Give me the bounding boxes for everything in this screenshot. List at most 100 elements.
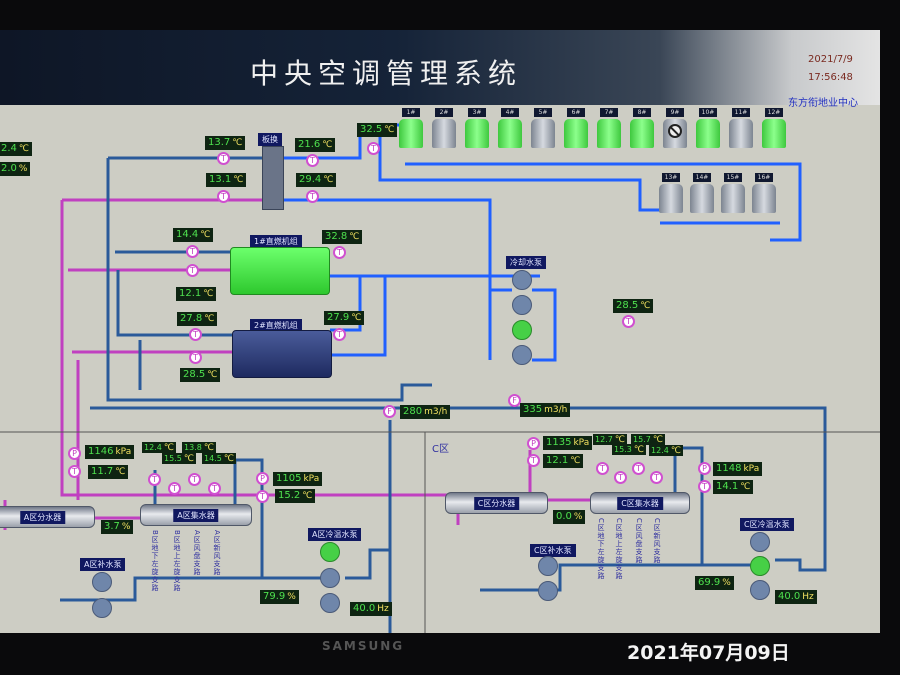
pressure-sensor[interactable]: P bbox=[527, 437, 540, 450]
hx-out-top-temp: 21.6℃ bbox=[295, 138, 336, 152]
cooling-pump-label: 冷却水泵 bbox=[506, 256, 546, 269]
chiller-2-label: 2#直燃机组 bbox=[250, 319, 302, 332]
temp-sensor[interactable]: T bbox=[367, 142, 380, 155]
branch-label: C区地上左旋支路 bbox=[615, 518, 623, 580]
cooling-tower-16[interactable]: 16# bbox=[751, 173, 777, 213]
zone-c-makeup-pump-2[interactable] bbox=[538, 581, 558, 601]
zone-c-bypass-valve: 0.0% bbox=[553, 510, 586, 524]
temp-sensor[interactable]: T bbox=[698, 480, 711, 493]
zone-c-circ-pump-1[interactable] bbox=[750, 532, 770, 552]
tower-label: 14# bbox=[693, 173, 711, 182]
cooling-tower-4[interactable]: 4# bbox=[497, 108, 523, 148]
temp-sensor[interactable]: T bbox=[208, 482, 221, 495]
cooling-tower-5[interactable]: 5# bbox=[530, 108, 556, 148]
cooling-tower-8[interactable]: 8# bbox=[629, 108, 655, 148]
flow-sensor[interactable]: F bbox=[508, 394, 521, 407]
zone-a-collector[interactable]: A区集水器 bbox=[140, 504, 252, 526]
temp-sensor[interactable]: T bbox=[189, 351, 202, 364]
cooling-tower-1[interactable]: 1# bbox=[398, 108, 424, 148]
temp-sensor[interactable]: T bbox=[186, 264, 199, 277]
tower-label: 1# bbox=[402, 108, 420, 117]
temp-sensor[interactable]: T bbox=[596, 462, 609, 475]
zone-c-branch-temp: 15.7℃ bbox=[631, 434, 665, 445]
cooling-tower-12[interactable]: 12# bbox=[761, 108, 787, 148]
tower-body bbox=[498, 119, 522, 148]
pressure-sensor[interactable]: P bbox=[256, 472, 269, 485]
tower-label: 15# bbox=[724, 173, 742, 182]
zone-a-circ-pump-3[interactable] bbox=[320, 593, 340, 613]
tower-body bbox=[696, 119, 720, 148]
cooling-tower-7[interactable]: 7# bbox=[596, 108, 622, 148]
cooling-tower-11[interactable]: 11# bbox=[728, 108, 754, 148]
cooling-tower-9[interactable]: 9# bbox=[662, 108, 688, 148]
zone-a-makeup-pump-2[interactable] bbox=[92, 598, 112, 618]
collector-label: A区集水器 bbox=[173, 509, 219, 522]
zone-a-circ-pump-2[interactable] bbox=[320, 568, 340, 588]
organization-name: 东方衔地业中心 bbox=[788, 98, 858, 109]
pressure-sensor[interactable]: P bbox=[68, 447, 81, 460]
tower-label: 10# bbox=[699, 108, 717, 117]
chiller-2[interactable] bbox=[232, 330, 332, 378]
temp-sensor[interactable]: T bbox=[333, 328, 346, 341]
tower-body bbox=[564, 119, 588, 148]
temp-sensor[interactable]: T bbox=[306, 190, 319, 203]
temp-sensor[interactable]: T bbox=[186, 245, 199, 258]
temp-sensor[interactable]: T bbox=[614, 471, 627, 484]
plate-heat-exchanger[interactable] bbox=[262, 146, 284, 210]
zone-a-makeup-pump-1[interactable] bbox=[92, 572, 112, 592]
tower-label: 2# bbox=[435, 108, 453, 117]
cooling-tower-10[interactable]: 10# bbox=[695, 108, 721, 148]
pressure-sensor[interactable]: P bbox=[698, 462, 711, 475]
cooling-tower-13[interactable]: 13# bbox=[658, 173, 684, 213]
temp-sensor[interactable]: T bbox=[622, 315, 635, 328]
temp-sensor[interactable]: T bbox=[188, 473, 201, 486]
distributor-label: A区分水器 bbox=[19, 511, 66, 524]
zone-c-circ-pump-label: C区冷温水泵 bbox=[740, 518, 794, 531]
cooling-water-pipes bbox=[284, 123, 802, 362]
tower-body bbox=[597, 119, 621, 148]
cooling-tower-6[interactable]: 6# bbox=[563, 108, 589, 148]
chiller-2-inlet-temp: 27.8℃ bbox=[177, 312, 218, 326]
zone-a-distributor[interactable]: A区分水器 bbox=[0, 506, 95, 528]
tower-body bbox=[399, 119, 423, 148]
zone-c-distributor[interactable]: C区分水器 bbox=[445, 492, 548, 514]
temp-sensor[interactable]: T bbox=[148, 473, 161, 486]
temp-sensor[interactable]: T bbox=[217, 152, 230, 165]
cooling-pump-1[interactable] bbox=[512, 270, 532, 290]
monitor-brand: SAMSUNG bbox=[322, 639, 405, 653]
flow-sensor[interactable]: F bbox=[383, 405, 396, 418]
temp-sensor[interactable]: T bbox=[68, 465, 81, 478]
chiller-1-inlet-temp: 14.4℃ bbox=[173, 228, 214, 242]
plate-hx-label: 板换 bbox=[258, 133, 282, 146]
zone-c-makeup-pump-1[interactable] bbox=[538, 556, 558, 576]
tower-label: 3# bbox=[468, 108, 486, 117]
temp-sensor[interactable]: T bbox=[256, 490, 269, 503]
zone-c-collector[interactable]: C区集水器 bbox=[590, 492, 690, 514]
cooling-pump-2[interactable] bbox=[512, 295, 532, 315]
cooling-pump-3[interactable] bbox=[512, 320, 532, 340]
cooling-tower-2[interactable]: 2# bbox=[431, 108, 457, 148]
zone-c-circ-pump-3[interactable] bbox=[750, 580, 770, 600]
temp-sensor[interactable]: T bbox=[306, 154, 319, 167]
page-title: 中央空调管理系统 bbox=[250, 57, 523, 90]
cooling-tower-15[interactable]: 15# bbox=[720, 173, 746, 213]
zone-c-circ-pump-2[interactable] bbox=[750, 556, 770, 576]
cooling-tower-14[interactable]: 14# bbox=[689, 173, 715, 213]
temp-sensor[interactable]: T bbox=[650, 471, 663, 484]
zone-a-makeup-pump-label: A区补水泵 bbox=[80, 558, 126, 571]
temp-sensor[interactable]: T bbox=[632, 462, 645, 475]
tower-body bbox=[465, 119, 489, 148]
temp-sensor[interactable]: T bbox=[189, 328, 202, 341]
cooling-tower-3[interactable]: 3# bbox=[464, 108, 490, 148]
temp-sensor[interactable]: T bbox=[527, 454, 540, 467]
temp-sensor[interactable]: T bbox=[168, 482, 181, 495]
zone-a-circ-pump-1[interactable] bbox=[320, 542, 340, 562]
temp-sensor[interactable]: T bbox=[333, 246, 346, 259]
collector-label: C区集水器 bbox=[617, 497, 663, 510]
tower-body bbox=[752, 184, 776, 213]
chiller-1[interactable] bbox=[230, 247, 330, 295]
time-display: 17:56:48 bbox=[808, 72, 853, 83]
cooling-pump-4[interactable] bbox=[512, 345, 532, 365]
temp-sensor[interactable]: T bbox=[217, 190, 230, 203]
